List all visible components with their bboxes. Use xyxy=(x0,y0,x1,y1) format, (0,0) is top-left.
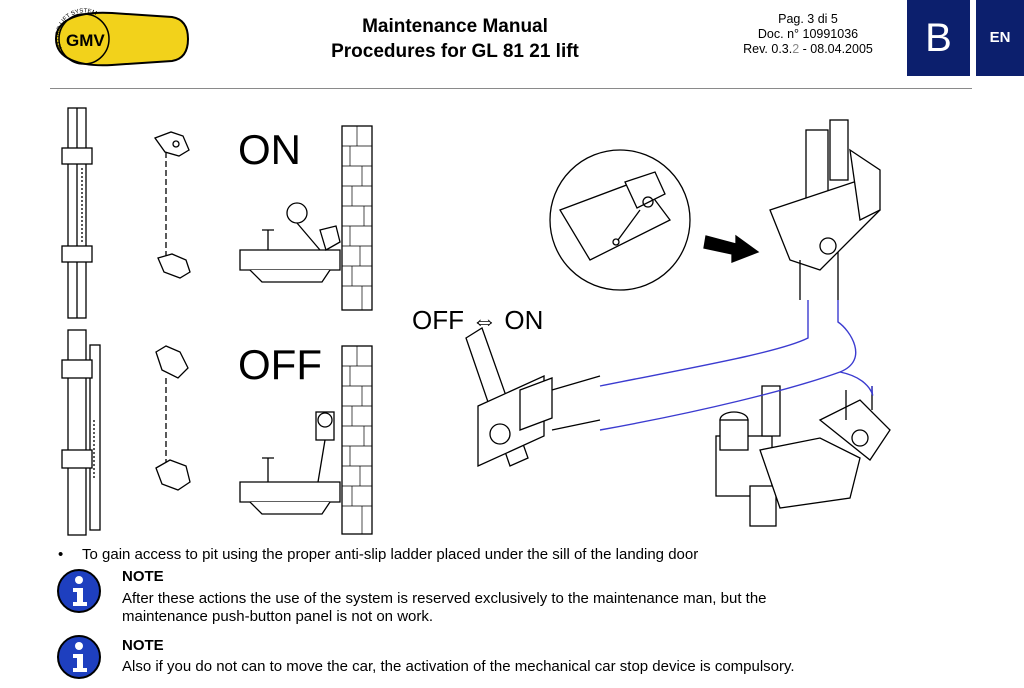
stop-device-off xyxy=(239,411,341,515)
rail-on xyxy=(61,107,93,319)
note-title-2: NOTE xyxy=(122,637,164,654)
badge-separator xyxy=(970,0,976,76)
note-text-2: Also if you do not can to move the car, … xyxy=(122,658,795,675)
note-1-line-1: After these actions the use of the syste… xyxy=(122,590,767,607)
section-badge: B xyxy=(907,0,970,76)
rail-off xyxy=(61,329,101,536)
title-line-1: Maintenance Manual xyxy=(362,16,548,37)
bullet-text: To gain access to pit using the proper a… xyxy=(82,546,699,563)
page-title: Maintenance Manual Procedures for GL 81 … xyxy=(240,14,670,64)
revision: Rev. 0.3.2 - 08.04.2005 xyxy=(743,42,873,56)
lever-assembly xyxy=(465,327,601,468)
info-icon xyxy=(57,569,101,613)
logo-text: GMV xyxy=(66,31,105,50)
pointer-arrow xyxy=(703,234,760,263)
stop-device-on xyxy=(239,202,341,283)
detail-magnifier xyxy=(549,149,691,291)
title-line-2: Procedures for GL 81 21 lift xyxy=(331,41,579,62)
doc-number: Doc. n° 10991036 xyxy=(757,27,859,41)
wall-on xyxy=(341,125,373,311)
linkage-on xyxy=(153,131,191,279)
label-on: ON xyxy=(238,126,301,173)
note-1-line-2: maintenance push-button panel is not on … xyxy=(122,608,434,625)
mechanism-illustration xyxy=(61,107,891,536)
language-badge: EN xyxy=(976,0,1024,76)
note-text-1: After these actions the use of the syste… xyxy=(122,590,982,626)
info-icon xyxy=(57,635,101,679)
upper-mechanism xyxy=(769,119,881,300)
note-title-1: NOTE xyxy=(122,568,164,585)
wall-off xyxy=(341,345,373,535)
header-divider xyxy=(50,88,972,89)
gmv-logo: GMV HYDRO LIFT SYSTEM xyxy=(54,8,190,67)
linkage-off xyxy=(155,345,191,491)
page-number: Pag. 3 di 5 xyxy=(778,12,838,26)
document-meta: Pag. 3 di 5 Doc. n° 10991036 Rev. 0.3.2 … xyxy=(708,12,908,57)
label-off: OFF xyxy=(238,341,322,388)
cables xyxy=(599,300,874,431)
bullet-point: • xyxy=(58,546,64,563)
mechanism-figure: ON OFF OFF ⇔ ON xyxy=(0,90,1024,540)
lower-mechanism xyxy=(715,385,891,527)
label-off-on: OFF ⇔ ON xyxy=(412,305,544,335)
